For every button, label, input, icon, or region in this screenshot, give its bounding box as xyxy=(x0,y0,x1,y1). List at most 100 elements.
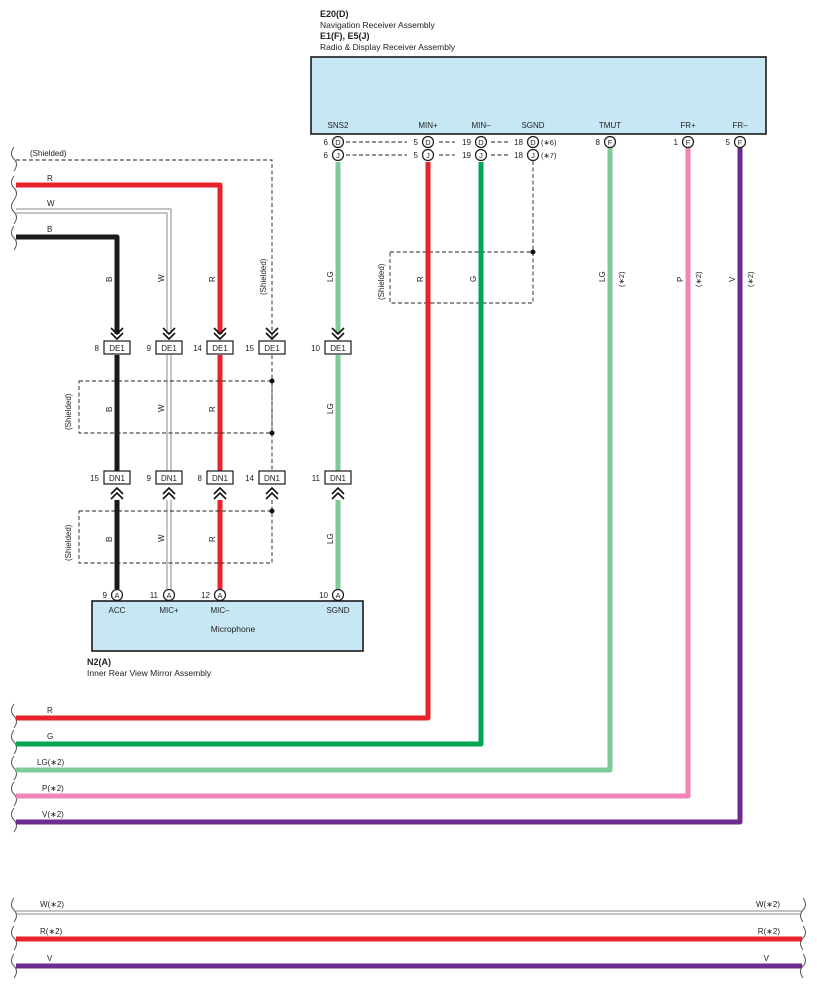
label-w2-right: W(∗2) xyxy=(756,900,780,909)
svg-text:9: 9 xyxy=(103,591,108,600)
receiver-pins: D 6 J 6 D 5 J 5 D 19 J 19 D 18 (∗6) J 18… xyxy=(324,135,747,162)
wire-p-frp xyxy=(16,148,691,799)
label-g-vert: G xyxy=(469,276,478,282)
connector-de1-row: DE1 8 DE1 9 DE1 14 DE1 15 DE1 10 xyxy=(95,340,352,355)
svg-text:19: 19 xyxy=(462,138,471,147)
label-shielded-vertical-1: (Shielded) xyxy=(259,258,268,295)
svg-text:DE1: DE1 xyxy=(109,344,125,353)
label-r-vert-2: R xyxy=(208,406,217,412)
svg-text:J: J xyxy=(479,151,483,160)
svg-text:15: 15 xyxy=(90,474,99,483)
receiver-name-2: Radio & Display Receiver Assembly xyxy=(320,42,456,52)
svg-text:F: F xyxy=(686,138,691,147)
label-lg-vert-1: LG xyxy=(326,271,335,282)
svg-text:DN1: DN1 xyxy=(109,474,126,483)
label-w-vert-1: W xyxy=(157,274,166,282)
svg-text:10: 10 xyxy=(311,344,320,353)
svg-text:18: 18 xyxy=(514,138,523,147)
receiver-dash-links xyxy=(346,141,509,156)
svg-text:DE1: DE1 xyxy=(161,344,177,353)
svg-text:DE1: DE1 xyxy=(264,344,280,353)
svg-text:J: J xyxy=(531,151,535,160)
svg-text:6: 6 xyxy=(324,138,329,147)
chevrons-de1 xyxy=(110,327,345,341)
receiver-code-1: E20(D) xyxy=(320,9,349,19)
terminal-mirror-sgnd: SGND xyxy=(326,606,349,615)
mirror-name: Inner Rear View Mirror Assembly xyxy=(87,668,212,678)
terminal-mic-plus: MIC+ xyxy=(159,606,179,615)
label-r-vert-1: R xyxy=(208,276,217,282)
wire-w-left-2 xyxy=(16,212,168,334)
wire-b-left xyxy=(16,234,120,334)
wire-r-left xyxy=(16,182,223,334)
wire-r-minp xyxy=(16,162,431,721)
shield-box-low xyxy=(78,510,273,564)
label-r-bottom: R xyxy=(47,706,53,715)
shield-node-1 xyxy=(269,378,275,384)
label-lg-vert-3: LG xyxy=(326,533,335,544)
terminal-min-plus: MIN+ xyxy=(418,121,438,130)
svg-text:(∗7): (∗7) xyxy=(541,151,557,160)
label-shielded-vertical-2: (Shielded) xyxy=(64,393,73,430)
label-b-vert-1: B xyxy=(105,277,114,282)
label-r-left-top: R xyxy=(47,174,53,183)
label-lg-vert-2: LG xyxy=(326,403,335,414)
svg-text:J: J xyxy=(336,151,340,160)
label-v-vert: V xyxy=(728,276,737,282)
svg-text:10: 10 xyxy=(319,591,328,600)
label-lg-tmut-note: (∗2) xyxy=(617,271,626,287)
svg-text:15: 15 xyxy=(245,344,254,353)
shield-node-4 xyxy=(530,249,536,255)
svg-text:DE1: DE1 xyxy=(212,344,228,353)
shield-node-3 xyxy=(269,508,275,514)
svg-text:14: 14 xyxy=(245,474,254,483)
receiver-name-1: Navigation Receiver Assembly xyxy=(320,20,436,30)
svg-text:D: D xyxy=(478,138,484,147)
terminal-min-minus: MIN– xyxy=(471,121,491,130)
label-p-note: (∗2) xyxy=(694,271,703,287)
terminal-mic-minus: MIC– xyxy=(210,606,230,615)
svg-text:8: 8 xyxy=(198,474,203,483)
svg-text:6: 6 xyxy=(324,151,329,160)
svg-text:8: 8 xyxy=(596,138,601,147)
svg-text:8: 8 xyxy=(95,344,100,353)
label-r-vert-4: R xyxy=(416,276,425,282)
label-v2-bottom: V(∗2) xyxy=(42,810,64,819)
shield-line-upper xyxy=(16,159,273,340)
terminal-sgnd: SGND xyxy=(521,121,544,130)
label-lg2-bottom: LG(∗2) xyxy=(37,758,64,767)
label-w-vert-3: W xyxy=(157,534,166,542)
receiver-assembly-box xyxy=(310,56,767,135)
label-shielded-vertical-3: (Shielded) xyxy=(64,524,73,561)
svg-text:D: D xyxy=(530,138,536,147)
label-shielded-vertical-4: (Shielded) xyxy=(377,263,386,300)
label-v-note: (∗2) xyxy=(746,271,755,287)
label-r2-left: R(∗2) xyxy=(40,927,63,936)
label-b-vert-3: B xyxy=(105,537,114,542)
svg-text:F: F xyxy=(738,138,743,147)
wire-w-left xyxy=(16,208,172,334)
terminal-acc: ACC xyxy=(109,606,126,615)
mirror-pins: A 9 A 11 A 12 A 10 xyxy=(103,588,345,602)
svg-text:J: J xyxy=(426,151,430,160)
svg-text:DN1: DN1 xyxy=(264,474,281,483)
mirror-code: N2(A) xyxy=(87,657,111,667)
shield-node-2 xyxy=(269,430,275,436)
label-lg-tmut-vert: LG xyxy=(598,271,607,282)
svg-text:19: 19 xyxy=(462,151,471,160)
label-p-vert: P xyxy=(676,277,685,282)
shield-box-receiver xyxy=(389,251,534,304)
svg-text:11: 11 xyxy=(312,474,321,483)
svg-text:11: 11 xyxy=(150,591,159,600)
svg-text:1: 1 xyxy=(674,138,679,147)
label-w-vert-2: W xyxy=(157,404,166,412)
label-p2-bottom: P(∗2) xyxy=(42,784,64,793)
svg-text:DN1: DN1 xyxy=(161,474,178,483)
receiver-code-2: E1(F), E5(J) xyxy=(320,31,370,41)
label-w2-left: W(∗2) xyxy=(40,900,64,909)
label-r-vert-3: R xyxy=(208,536,217,542)
label-shielded-top: (Shielded) xyxy=(30,149,67,158)
svg-text:F: F xyxy=(608,138,613,147)
microphone-title: Microphone xyxy=(211,624,256,634)
label-v-left: V xyxy=(47,954,53,963)
